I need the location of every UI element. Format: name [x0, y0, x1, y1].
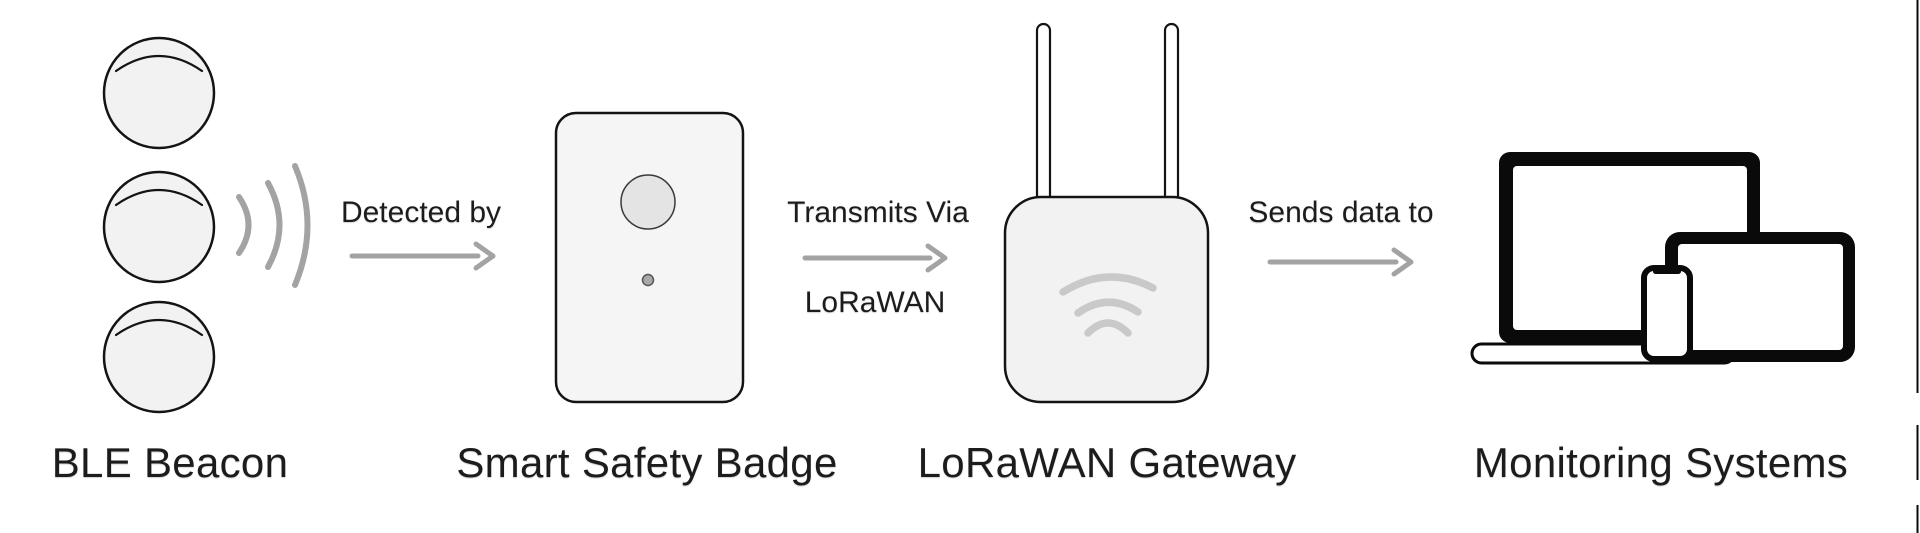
- wifi-signal-icon: [1059, 273, 1157, 337]
- phone-notch-icon: [1653, 269, 1681, 274]
- window-edge-line: [1916, 0, 1919, 533]
- antenna-icon: [1163, 22, 1180, 204]
- beacon-puck-icon: [102, 300, 216, 414]
- arrow-icon: [349, 241, 496, 271]
- arrow-icon: [1267, 247, 1414, 277]
- ble-beacon-icon: [102, 36, 216, 414]
- tablet-icon: [1665, 232, 1855, 362]
- edge-label-lorawan: LoRaWAN: [804, 286, 946, 319]
- edge-label-transmits-via: Transmits Via: [787, 196, 969, 229]
- beacon-puck-icon: [102, 170, 216, 284]
- badge-button-icon: [620, 174, 676, 230]
- node-label-lorawan-gateway: LoRaWAN Gateway: [917, 439, 1297, 486]
- node-label-monitoring-systems: Monitoring Systems: [1473, 439, 1849, 486]
- edge-label-sends-data-to: Sends data to: [1248, 196, 1434, 229]
- node-label-smart-safety-badge: Smart Safety Badge: [456, 439, 838, 486]
- antenna-icon: [1035, 22, 1052, 204]
- signal-waves-icon: [236, 163, 311, 288]
- arrow-icon: [802, 243, 948, 273]
- beacon-puck-icon: [102, 36, 216, 150]
- node-label-ble-beacon: BLE Beacon: [51, 439, 289, 486]
- phone-icon: [1641, 265, 1693, 362]
- laptop-tablet-phone-icon: [1470, 152, 1855, 365]
- badge-led-icon: [641, 273, 655, 287]
- lorawan-gateway-icon: [1003, 22, 1210, 404]
- safety-badge-icon: [554, 111, 745, 404]
- edge-label-detected-by: Detected by: [340, 196, 502, 229]
